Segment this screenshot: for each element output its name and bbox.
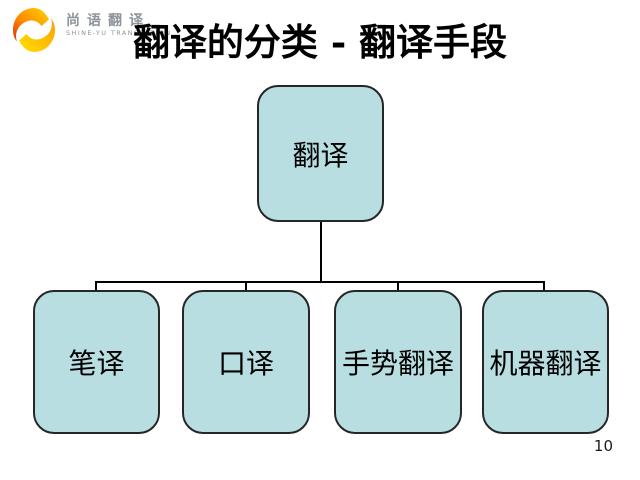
connector-stub: [95, 281, 97, 291]
swirl-logo-icon: [13, 8, 55, 52]
page-number: 10: [593, 437, 613, 455]
slide-title: 翻译的分类 - 翻译手段: [132, 20, 508, 64]
connector-stub: [397, 281, 399, 291]
logo-brand-subtitle: SHINE-YU TRANSLATION: [66, 29, 172, 37]
org-chart-leaf-label: 笔译: [68, 347, 125, 380]
org-chart-leaf-node: 机器翻译: [482, 290, 609, 434]
shineyu-logo: 尚语翻译 SHINE-YU TRANSLATION: [8, 5, 172, 55]
org-chart-leaf-node: 笔译: [33, 290, 160, 434]
connector-horizontal-bar: [95, 281, 545, 283]
connector-stub: [245, 281, 247, 291]
logo-brand-name: 尚语翻译: [66, 13, 150, 29]
logo-text-block: 尚语翻译 SHINE-YU TRANSLATION: [66, 13, 172, 38]
connector-root-vertical: [320, 222, 322, 283]
org-chart-leaf-label: 机器翻译: [489, 347, 602, 380]
org-chart-leaf-label: 口译: [217, 347, 274, 380]
org-chart-root-label: 翻译: [292, 138, 349, 172]
org-chart-root-node: 翻译: [257, 85, 384, 222]
org-chart-leaf-node: 口译: [182, 290, 310, 434]
connector-stub: [543, 281, 545, 291]
org-chart-leaf-node: 手势翻译: [334, 290, 462, 434]
org-chart-leaf-label: 手势翻译: [341, 347, 454, 380]
